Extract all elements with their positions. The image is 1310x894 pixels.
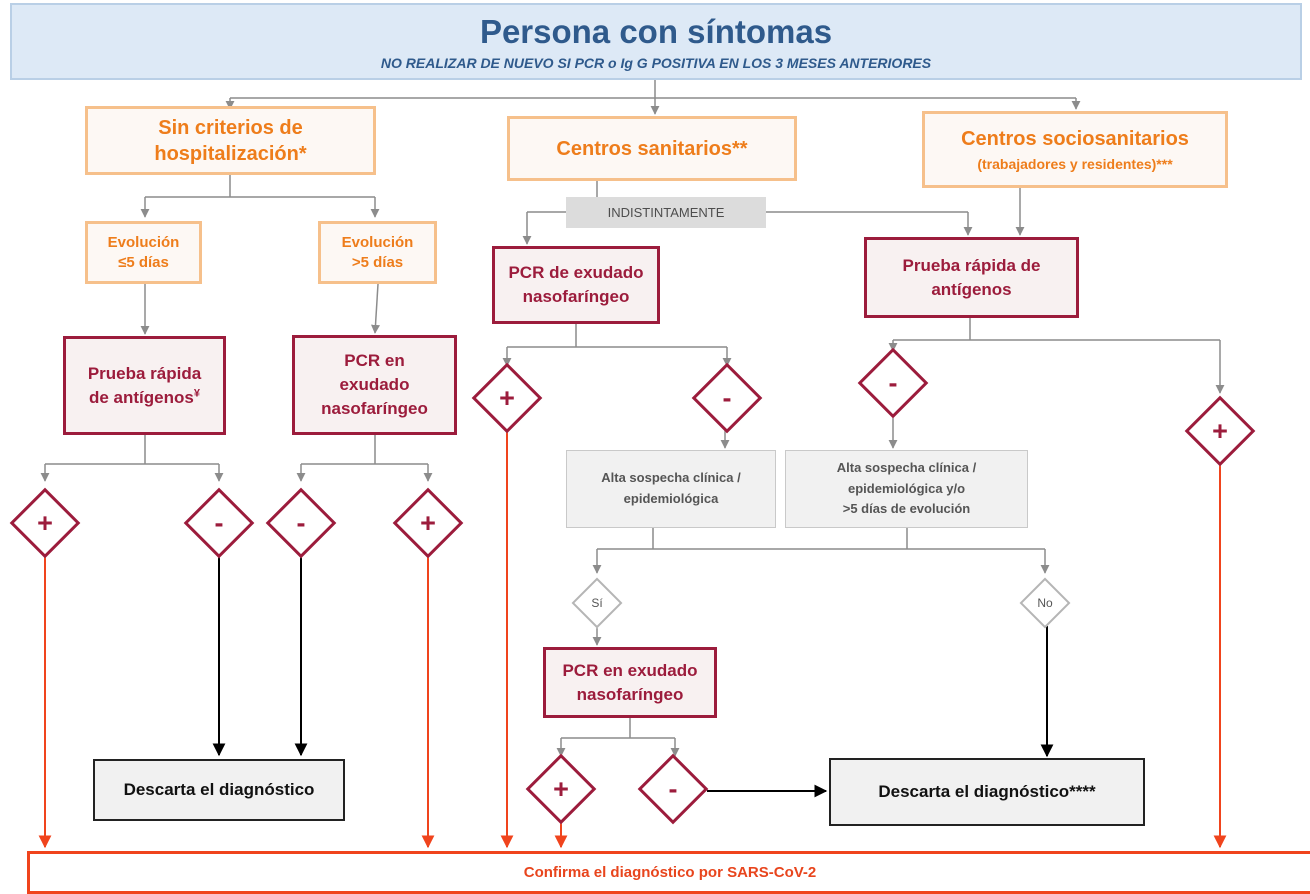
centros-sociosanitarios-line1: Centros sociosanitarios bbox=[961, 127, 1189, 150]
prueba-rapida-right-box: Prueba rápida de antígenos bbox=[864, 237, 1079, 318]
centros-sociosanitarios-line2: (trabajadores y residentes)*** bbox=[977, 155, 1173, 172]
result-positive-pcr-bottom: + bbox=[553, 773, 569, 804]
result-positive-antigen-right: + bbox=[1212, 415, 1228, 446]
pcr-left-line1: PCR en bbox=[344, 351, 405, 371]
result-negative-pcr-bottom: - bbox=[668, 773, 678, 804]
descarta-right-box: Descarta el diagnóstico**** bbox=[829, 758, 1145, 826]
evolucion-menor-line2: ≤5 días bbox=[118, 253, 169, 271]
header-box: Persona con síntomas NO REALIZAR DE NUEV… bbox=[10, 3, 1302, 80]
centros-sociosanitarios-box: Centros sociosanitarios (trabajadores y … bbox=[922, 111, 1228, 188]
indistintamente-label: INDISTINTAMENTE bbox=[566, 197, 766, 228]
sospecha-right-line1: Alta sospecha clínica / bbox=[836, 459, 977, 475]
prueba-rapida-right-line2: antígenos bbox=[931, 279, 1012, 299]
sin-criterios-box: Sin criterios de hospitalización* bbox=[85, 106, 376, 175]
descarta-left-box: Descarta el diagnóstico bbox=[93, 759, 345, 821]
descarta-left-label: Descarta el diagnóstico bbox=[123, 780, 315, 799]
pcr-bottom-line2: nasofaríngeo bbox=[576, 684, 684, 704]
confirma-box: Confirma el diagnóstico por SARS-CoV-2 bbox=[27, 851, 1310, 894]
result-negative-pcr-center: - bbox=[722, 382, 732, 413]
result-negative-pcr-left: - bbox=[296, 507, 306, 538]
evolucion-mayor-line1: Evolución bbox=[341, 234, 414, 251]
sospecha-right-line3: >5 días de evolución bbox=[842, 501, 971, 517]
diagram-subtitle: NO REALIZAR DE NUEVO SI PCR o Ig G POSIT… bbox=[380, 54, 932, 71]
sospecha-right-box: Alta sospecha clínica / epidemiológica y… bbox=[785, 450, 1028, 528]
yen-footnote-mark: ¥ bbox=[193, 386, 200, 399]
sin-criterios-line1: Sin criterios de bbox=[158, 116, 303, 139]
pcr-center-box: PCR de exudado nasofaríngeo bbox=[492, 246, 660, 324]
prueba-rapida-left-box: Prueba rápida de antígenos¥ bbox=[63, 336, 226, 435]
evolucion-mayor-line2: >5 días bbox=[351, 253, 404, 271]
sospecha-right-line2: epidemiológica y/o bbox=[847, 480, 966, 496]
sospecha-left-line2: epidemiológica bbox=[623, 491, 719, 506]
decision-si: Sí bbox=[591, 596, 603, 610]
pcr-bottom-line1: PCR en exudado bbox=[562, 660, 698, 680]
result-negative-antigen-right: - bbox=[888, 367, 898, 398]
prueba-rapida-right-line1: Prueba rápida de bbox=[902, 255, 1041, 275]
pcr-center-line1: PCR de exudado bbox=[508, 263, 644, 283]
decision-no: No bbox=[1037, 596, 1053, 610]
sospecha-left-line1: Alta sospecha clínica / bbox=[601, 470, 741, 486]
pcr-left-line3: nasofaríngeo bbox=[321, 398, 428, 418]
centros-sanitarios-label: Centros sanitarios** bbox=[556, 137, 748, 160]
prueba-rapida-left-line1: Prueba rápida bbox=[87, 363, 202, 383]
confirma-label: Confirma el diagnóstico por SARS-CoV-2 bbox=[523, 864, 817, 881]
result-negative-antigen-left: - bbox=[214, 507, 224, 538]
evolucion-menor-box: Evolución ≤5 días bbox=[85, 221, 202, 284]
result-positive-pcr-center: + bbox=[499, 382, 515, 413]
pcr-bottom-box: PCR en exudado nasofaríngeo bbox=[543, 647, 717, 718]
prueba-rapida-left-line2: de antígenos bbox=[89, 387, 194, 407]
sin-criterios-line2: hospitalización* bbox=[154, 142, 307, 165]
evolucion-mayor-box: Evolución >5 días bbox=[318, 221, 437, 284]
pcr-left-box: PCR en exudado nasofaríngeo bbox=[292, 335, 457, 435]
diagram-title: Persona con síntomas bbox=[479, 12, 833, 50]
result-positive-pcr-left: + bbox=[420, 507, 436, 538]
centros-sanitarios-box: Centros sanitarios** bbox=[507, 116, 797, 181]
prueba-rapida-left-line2-wrap: de antígenos¥ bbox=[89, 386, 200, 410]
result-positive-left: + bbox=[37, 507, 53, 538]
descarta-right-label: Descarta el diagnóstico**** bbox=[878, 782, 1096, 801]
sospecha-left-box: Alta sospecha clínica / epidemiológica bbox=[566, 450, 776, 528]
pcr-center-line2: nasofaríngeo bbox=[522, 287, 630, 306]
evolucion-menor-line1: Evolución bbox=[107, 234, 180, 251]
pcr-left-line2: exudado bbox=[339, 375, 410, 395]
